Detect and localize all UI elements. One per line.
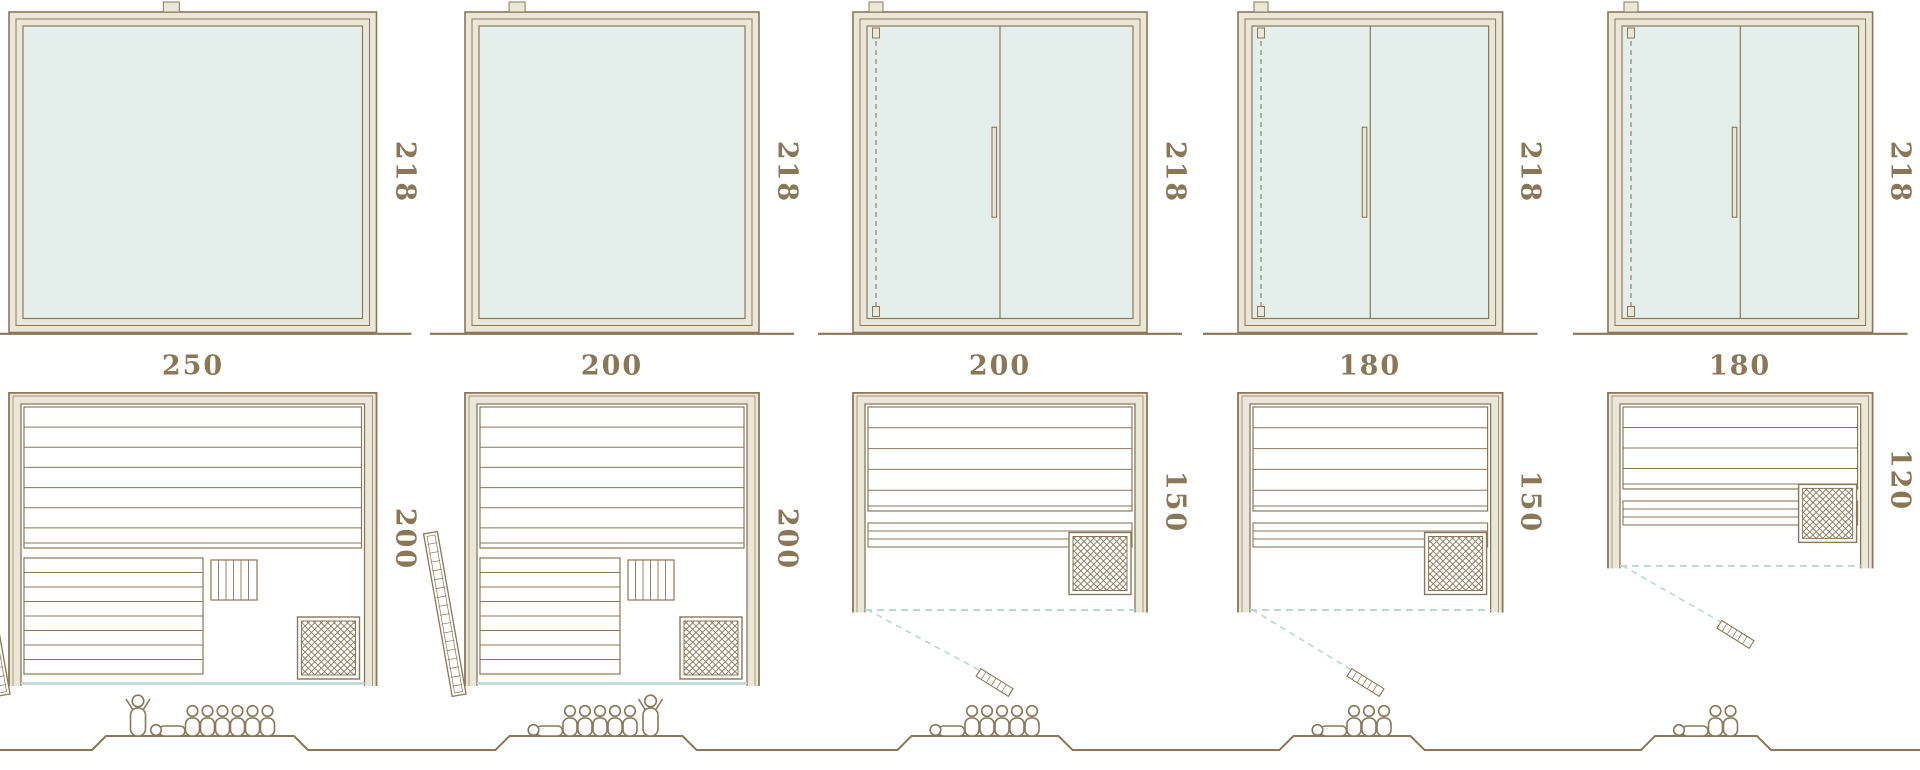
height-dimension-label: 218 — [771, 140, 803, 204]
height-dimension-label: 218 — [1159, 140, 1191, 204]
depth-dimension-label: 120 — [1884, 449, 1916, 512]
capacity-ground-figures — [0, 694, 1920, 751]
width-dimension-label: 180 — [1338, 350, 1402, 382]
width-dimension-label: 200 — [580, 350, 644, 382]
front-elevation — [1202, 1, 1538, 335]
front-elevation — [1572, 1, 1908, 335]
width-dimension-label: 200 — [968, 350, 1032, 382]
front-elevation — [0, 1, 412, 335]
width-dimension-label: 180 — [1708, 350, 1772, 382]
width-dimension-label: 250 — [161, 350, 225, 382]
height-dimension-label: 218 — [389, 140, 421, 204]
floor-plan — [0, 392, 378, 698]
depth-dimension-label: 150 — [1514, 471, 1546, 534]
height-dimension-label: 218 — [1884, 140, 1916, 204]
front-elevation — [430, 1, 794, 335]
floor-plan — [422, 392, 760, 698]
height-dimension-label: 218 — [1514, 140, 1546, 204]
floor-plan — [1236, 392, 1504, 698]
front-elevation — [818, 1, 1182, 335]
floor-plan — [852, 392, 1148, 698]
floor-plan — [1606, 392, 1874, 650]
